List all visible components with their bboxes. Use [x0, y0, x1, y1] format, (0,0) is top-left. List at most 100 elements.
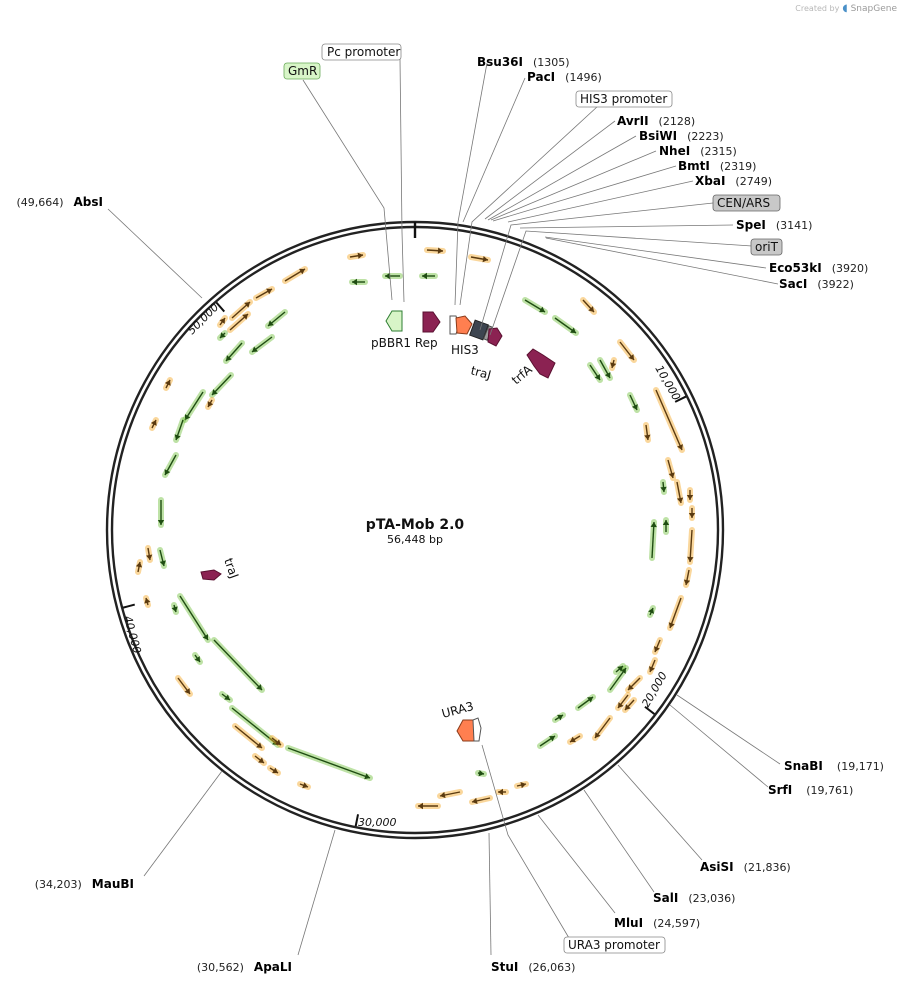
site-snabi[interactable]: SnaBI(19,171): [784, 759, 884, 773]
orf-arrowhead-icon: [653, 646, 660, 652]
pbbr1-rep-label: pBBR1 Rep: [371, 336, 438, 350]
orf-arrowhead-icon: [644, 434, 651, 440]
his3-promoter-box[interactable]: HIS3 promoter: [575, 90, 673, 108]
site-srfi[interactable]: SrfI(19,761): [768, 783, 853, 797]
orit-leader: [489, 230, 753, 336]
ruler-tick-label: 20,000: [639, 670, 670, 710]
orf-arrowhead-icon: [364, 773, 370, 780]
his3-feature-arrow[interactable]: [455, 315, 473, 335]
orf-arrowhead-icon: [242, 314, 248, 320]
apali-leader: [297, 829, 336, 956]
orf-arrow-line[interactable]: [287, 747, 371, 779]
orf-arrowhead-icon: [202, 634, 209, 640]
orf-arrowhead-icon: [628, 684, 634, 690]
gmr-feature-arrow[interactable]: [385, 310, 403, 332]
site-bsiwi[interactable]: BsiWI(2223): [639, 129, 724, 143]
boxed-feature-labels: Pc promoter GmR HIS3 promoter CEN/ARS or…: [283, 43, 783, 954]
site-saci[interactable]: SacI(3922): [779, 277, 854, 291]
site-asisi[interactable]: AsiSI(21,836): [700, 860, 791, 874]
orf-arrowhead-icon: [219, 318, 225, 324]
site-nhei[interactable]: NheI(2315): [659, 144, 737, 158]
site-apali[interactable]: (30,562)ApaLI: [197, 960, 292, 974]
orf-arrowhead-icon: [437, 247, 443, 254]
site-stui[interactable]: StuI(26,063): [491, 960, 575, 974]
gmr-leader: [302, 79, 393, 301]
orf-arrowhead-icon: [478, 770, 484, 777]
orf-arrow-line[interactable]: [655, 389, 683, 451]
site-maubi[interactable]: (34,203)MauBI: [35, 877, 134, 891]
orf-arrowhead-icon: [617, 666, 623, 672]
orf-arrowhead-icon: [549, 736, 555, 742]
orf-arrow-line[interactable]: [184, 391, 204, 421]
his3-promoter-leader: [459, 105, 599, 306]
site-bsu36i[interactable]: Bsu36I(1305): [477, 55, 570, 69]
site-xbai[interactable]: XbaI(2749): [695, 174, 772, 188]
orf-arrowhead-icon: [418, 802, 423, 810]
orf-arrowhead-icon: [164, 380, 171, 386]
orf-arrowhead-icon: [146, 554, 153, 560]
site-eco53ki[interactable]: Eco53kI(3920): [769, 261, 868, 275]
orf-arrow-line[interactable]: [234, 725, 263, 749]
orf-arrowhead-icon: [256, 684, 262, 690]
orf-arrowhead-icon: [677, 444, 683, 450]
site-spei[interactable]: SpeI(3141): [736, 218, 812, 232]
snapgene-name: SnapGene: [850, 3, 897, 14]
orf-arrowhead-icon: [662, 520, 670, 525]
ura3-promoter-box-label: URA3 promoter: [568, 938, 660, 952]
orf-arrow-line[interactable]: [651, 521, 655, 559]
orf-arrow-line[interactable]: [689, 529, 693, 563]
site-mlui[interactable]: MluI(24,597): [614, 916, 700, 930]
traj-top-label: traJ: [469, 363, 492, 382]
orf-arrowhead-icon: [266, 288, 272, 295]
site-bmti[interactable]: BmtI(2319): [678, 159, 756, 173]
created-by-text: Created by: [795, 4, 840, 13]
site-paci[interactable]: PacI(1496): [527, 70, 602, 84]
gmr-box-bg: [283, 62, 321, 80]
cen-ars-box[interactable]: CEN/ARS: [712, 194, 781, 212]
orf-arrowhead-icon: [174, 434, 181, 440]
orf-arrowhead-icon: [539, 306, 545, 313]
his3-promoter-box-label: HIS3 promoter: [580, 92, 667, 106]
orf-arrowhead-icon: [570, 327, 576, 333]
ruler-tick-label: 30,000: [358, 816, 397, 829]
traj-feature-arrow-top[interactable]: [487, 327, 503, 347]
pc-promoter-box[interactable]: Pc promoter: [321, 43, 402, 61]
ura3-promoter-box[interactable]: URA3 promoter: [563, 936, 666, 954]
orf-arrowhead-icon: [422, 272, 427, 280]
site-sali[interactable]: SalI(23,036): [653, 891, 735, 905]
orf-arrowhead-icon: [557, 714, 563, 721]
his3-promoter-box-bg: [575, 90, 673, 108]
orf-arrowhead-icon: [620, 668, 626, 674]
orf-arrowhead-icon: [676, 497, 684, 503]
trfa-feature-arrow[interactable]: [526, 348, 556, 379]
orf-arrowhead-icon: [302, 782, 308, 789]
orf-arrow-line[interactable]: [669, 597, 682, 629]
orf-arrowhead-icon: [472, 797, 478, 805]
orf-arrowhead-icon: [660, 486, 667, 492]
plasmid-name: pTA-Mob 2.0: [366, 517, 465, 533]
orf-arrow-line[interactable]: [231, 707, 279, 746]
gmr-box[interactable]: GmR: [283, 62, 321, 80]
orf-arrow-line[interactable]: [179, 595, 209, 641]
orit-box[interactable]: oriT: [750, 238, 783, 256]
restriction-site-labels: Bsu36I(1305) PacI(1496) AvrII(2128) BsiW…: [16, 55, 884, 974]
site-avrii[interactable]: AvrII(2128): [617, 114, 695, 128]
snapgene-branding: Created by ◖ SnapGene: [795, 3, 897, 14]
orf-arrowhead-icon: [668, 622, 675, 628]
ura3-promoter-feature-arrow[interactable]: [472, 717, 482, 742]
bsu36i-leader: [454, 62, 488, 306]
orf-arrowhead-icon: [594, 374, 600, 380]
orf-arrowhead-icon: [244, 302, 250, 308]
orf-arrowhead-icon: [144, 598, 151, 604]
orf-arrow-line[interactable]: [213, 639, 263, 691]
orf-arrowhead-icon: [687, 556, 694, 562]
traj-feature-arrow-left[interactable]: [200, 569, 222, 581]
site-absi[interactable]: (49,664)AbsI: [16, 195, 103, 209]
orf-arrowhead-icon: [299, 268, 305, 275]
cen-ars-box-bg: [712, 194, 781, 212]
pbbr1-rep-feature-arrow[interactable]: [422, 311, 441, 333]
mlui-leader: [537, 814, 616, 914]
orf-arrowhead-icon: [275, 739, 281, 745]
ura3-feature-arrow[interactable]: [456, 719, 476, 742]
paci-leader: [462, 77, 526, 223]
